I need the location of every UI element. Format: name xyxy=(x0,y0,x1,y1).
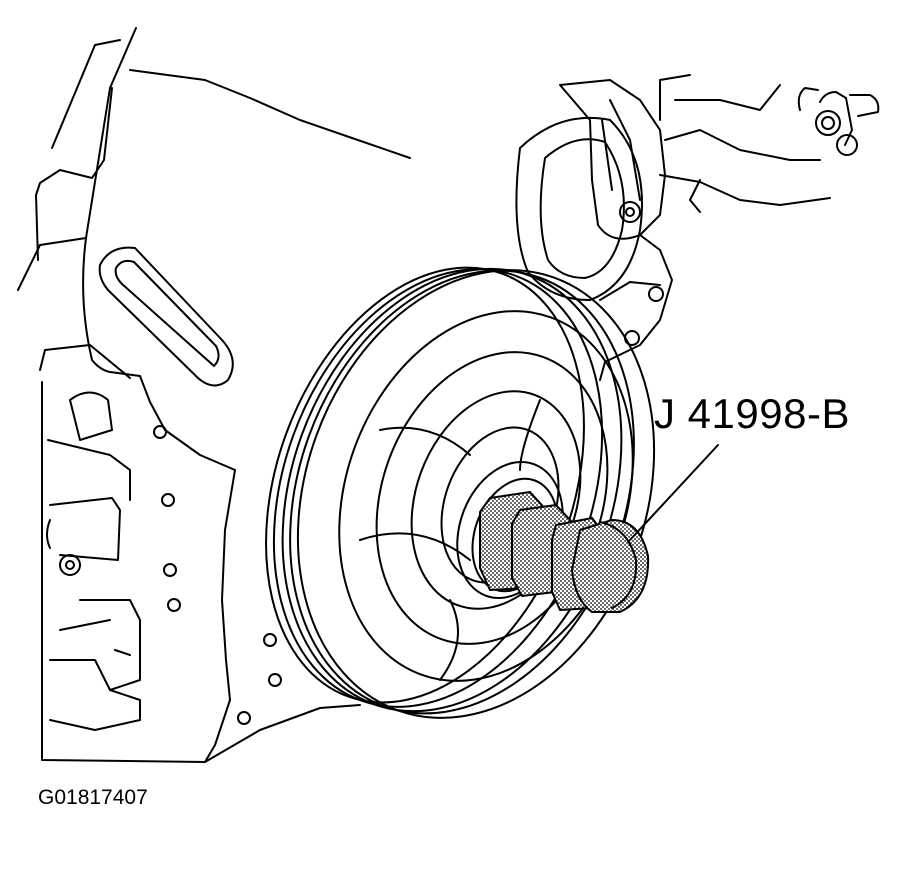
crankshaft-balancer-pulley xyxy=(209,220,714,769)
figure-id: G01817407 xyxy=(38,786,148,809)
tensioner-pulley xyxy=(516,118,642,300)
callout-leader-line xyxy=(630,445,718,540)
special-tool xyxy=(480,492,648,612)
engine-front-cover xyxy=(18,28,410,762)
tensioner-arm xyxy=(560,75,878,380)
tool-callout-label: J 41998-B xyxy=(654,390,850,437)
